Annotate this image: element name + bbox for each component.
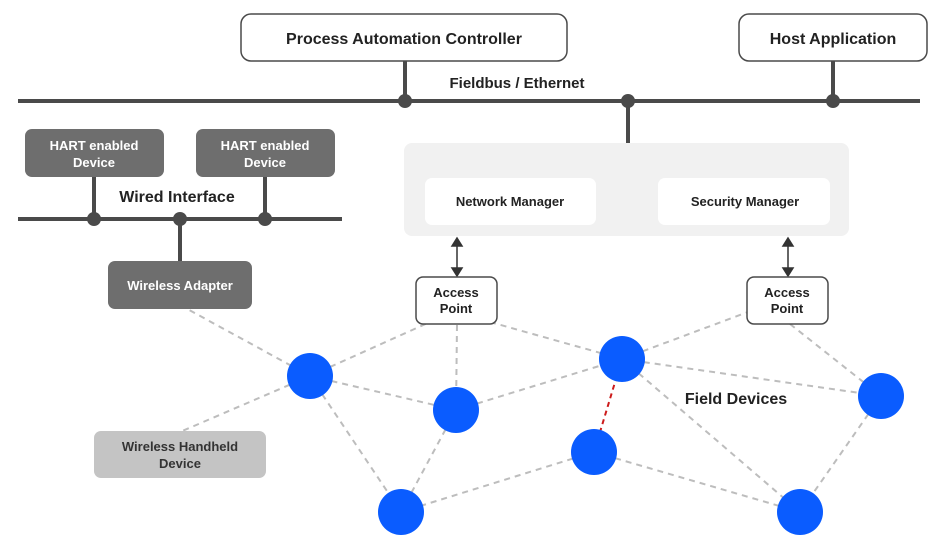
controller-label: Process Automation Controller (286, 31, 522, 48)
link-apright-node5 (789, 323, 882, 397)
field-device-node (433, 387, 479, 433)
device1-junction (87, 212, 101, 226)
ap-arrows (450, 236, 795, 278)
field-device-nodes (287, 336, 904, 535)
mesh-links (179, 304, 882, 513)
access-point-left-line2: Point (440, 301, 473, 316)
handheld-device-line1: Wireless Handheld (122, 439, 238, 454)
host-label: Host Application (770, 31, 897, 48)
controller-box (240, 13, 568, 62)
arrow-right-down-head (781, 267, 795, 278)
link-adapter-node1 (179, 304, 311, 377)
security-manager-label: Security Manager (691, 194, 799, 209)
link-node2-node6 (400, 409, 457, 513)
hart-device-1 (25, 129, 164, 177)
field-device-node (777, 489, 823, 535)
handheld-device: Wireless Handheld Device (94, 431, 266, 478)
link-node4-node6 (400, 451, 595, 513)
link-node2-node3 (455, 358, 623, 411)
link-node3-node7 (621, 358, 801, 513)
link-node1-handheld (179, 375, 311, 433)
hart-device-2-line1: HART enabled (221, 138, 310, 153)
wired-interface-label: Wired Interface (119, 189, 235, 206)
fieldbus-section: Process Automation Controller Host Appli… (18, 13, 928, 143)
access-point-left-box (415, 276, 498, 325)
link-node5-node7 (799, 395, 882, 513)
link-node3-node4-red (593, 358, 623, 453)
security-manager-box (658, 178, 830, 225)
field-device-node (287, 353, 333, 399)
access-point-right: Access Point (746, 276, 829, 325)
hart-device-1-line2: Device (73, 155, 115, 170)
link-node4-node7 (593, 451, 801, 513)
field-device-node (571, 429, 617, 475)
hart-device-1-line1: HART enabled (50, 138, 139, 153)
handheld-device-box (94, 431, 266, 478)
wireless-adapter-label: Wireless Adapter (127, 278, 233, 293)
network-manager-box (425, 178, 596, 225)
field-device-node (858, 373, 904, 419)
network-manager-label: Network Manager (456, 194, 564, 209)
manager-junction (621, 94, 635, 108)
adapter-junction (173, 212, 187, 226)
arrow-right-up-head (781, 236, 795, 247)
host-box (738, 13, 928, 62)
access-point-right-line1: Access (764, 285, 810, 300)
arrow-left-down-head (450, 267, 464, 278)
link-node1-node6 (309, 375, 402, 513)
wired-section: HART enabled Device HART enabled Device … (18, 129, 342, 309)
hart-device-2-line2: Device (244, 155, 286, 170)
access-point-left-line1: Access (433, 285, 479, 300)
field-device-node (599, 336, 645, 382)
access-point-left: Access Point (415, 276, 498, 325)
controller-junction (398, 94, 412, 108)
device2-junction (258, 212, 272, 226)
hart-device-2 (196, 129, 335, 177)
access-point-right-box (746, 276, 829, 325)
field-devices-label: Field Devices (685, 391, 787, 408)
fieldbus-label: Fieldbus / Ethernet (449, 75, 584, 92)
access-point-right-line2: Point (771, 301, 804, 316)
link-node1-node2 (309, 375, 457, 411)
field-device-node (378, 489, 424, 535)
manager-panel: Network Manager Security Manager (404, 143, 849, 236)
host-junction (826, 94, 840, 108)
wireless-adapter-box (108, 261, 252, 309)
arrow-left-up-head (450, 236, 464, 247)
handheld-device-line2: Device (159, 456, 201, 471)
